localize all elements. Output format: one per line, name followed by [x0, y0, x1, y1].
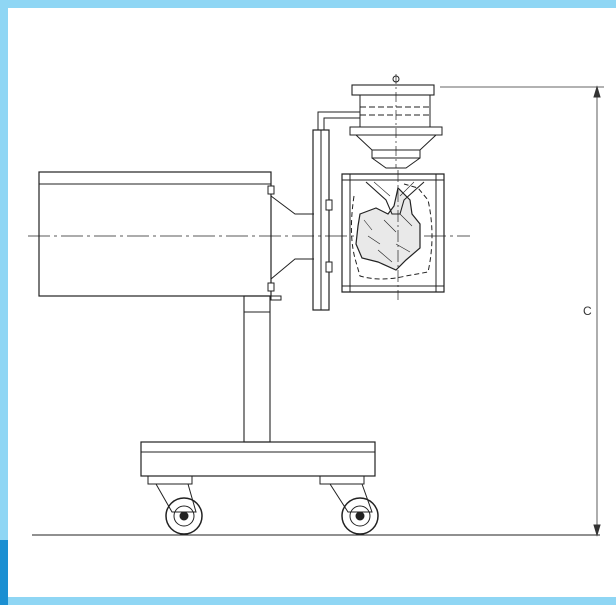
caster-right: [319, 475, 379, 535]
coupling-adapter: [270, 195, 314, 301]
page-side-tab: [0, 540, 8, 605]
support-column: [243, 295, 271, 443]
dimension-c-label: C: [583, 304, 592, 318]
inlet-hopper: [349, 74, 443, 169]
granulator-chamber: [341, 170, 445, 300]
machine-base: [140, 441, 376, 477]
dimension-c: [440, 85, 604, 537]
motor-housing: [38, 171, 272, 297]
mounting-plate: [267, 129, 333, 311]
connection-pipe: [317, 111, 360, 130]
caster-left: [147, 475, 203, 535]
